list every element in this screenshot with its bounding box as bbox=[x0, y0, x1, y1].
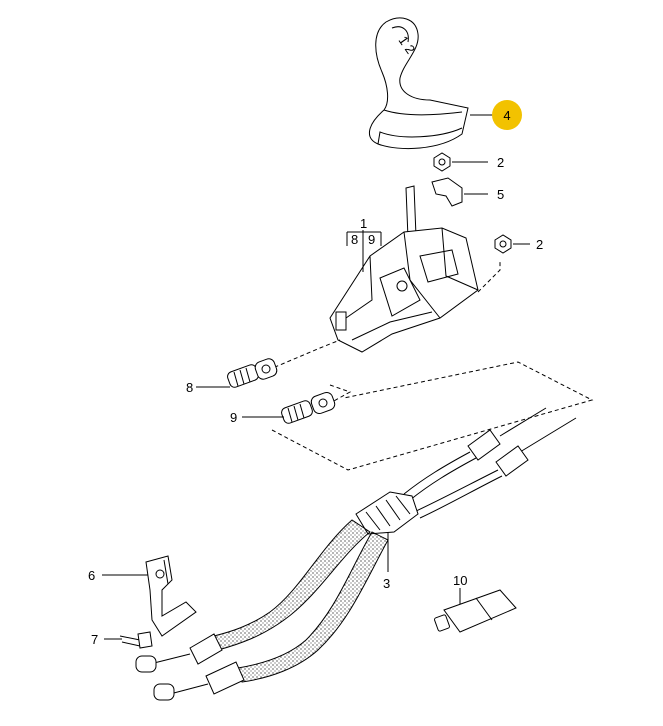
nut-upper[interactable] bbox=[433, 152, 451, 172]
grease-tube[interactable] bbox=[434, 589, 517, 633]
callout-2-right[interactable]: 2 bbox=[536, 237, 543, 252]
callout-1[interactable]: 1 bbox=[360, 216, 367, 231]
gear-knob[interactable]: 1 2 bbox=[369, 17, 469, 150]
callout-2-upper[interactable]: 2 bbox=[497, 155, 504, 170]
callout-6[interactable]: 6 bbox=[88, 568, 95, 583]
assembly-frame bbox=[271, 361, 594, 471]
assembly-line-nut bbox=[477, 262, 501, 293]
clip[interactable] bbox=[431, 177, 463, 207]
callout-3[interactable]: 3 bbox=[383, 576, 390, 591]
callout-9[interactable]: 9 bbox=[230, 410, 237, 425]
assembly-line-9 bbox=[329, 384, 352, 403]
assembly-line-8 bbox=[267, 339, 341, 371]
callout-1-sub-8[interactable]: 8 bbox=[351, 232, 358, 247]
bushing-8[interactable] bbox=[226, 357, 278, 389]
callout-4-highlight bbox=[492, 100, 522, 130]
bushing-9[interactable] bbox=[280, 391, 336, 425]
bracket[interactable] bbox=[145, 555, 197, 637]
callout-7[interactable]: 7 bbox=[91, 632, 98, 647]
callout-8[interactable]: 8 bbox=[186, 380, 193, 395]
shifter-assembly[interactable] bbox=[329, 185, 479, 353]
nut-right[interactable] bbox=[494, 234, 512, 254]
callout-5[interactable]: 5 bbox=[497, 187, 504, 202]
shift-cables[interactable] bbox=[135, 407, 577, 701]
screw[interactable] bbox=[119, 631, 153, 649]
callout-4[interactable]: 4 bbox=[503, 108, 510, 123]
callout-1-sub-9[interactable]: 9 bbox=[368, 232, 375, 247]
callout-10[interactable]: 10 bbox=[453, 573, 467, 588]
